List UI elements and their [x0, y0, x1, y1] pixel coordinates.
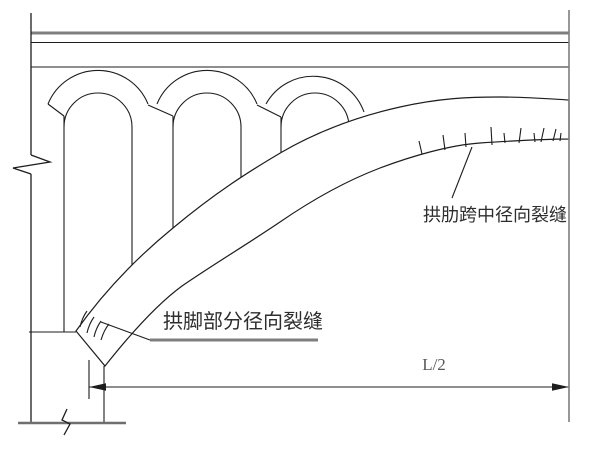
crack-tick — [464, 132, 467, 148]
crack-stroke — [93, 320, 102, 338]
springing-line — [47, 103, 65, 117]
crack-tick — [518, 127, 522, 144]
ground-line — [18, 408, 126, 436]
crack-stroke — [86, 316, 95, 334]
crack-tick — [490, 126, 493, 146]
dimension-arrow-left — [89, 383, 106, 391]
spandrel-arch-outer — [156, 69, 258, 105]
left-break-line — [12, 13, 53, 423]
foot-crack-strokes — [79, 310, 110, 341]
spandrel-arch-outer — [47, 69, 149, 105]
springing-line — [147, 104, 174, 117]
crack-tick — [533, 132, 536, 143]
crack-tick — [418, 140, 423, 155]
midspan-crack-ticks — [418, 126, 562, 155]
dimension-label: L/2 — [422, 355, 446, 374]
ground-break-zigzag — [61, 408, 71, 436]
crack-tick — [552, 128, 557, 142]
midspan-crack-label: 拱肋跨中径向裂缝 — [423, 205, 567, 225]
foot-crack-label: 拱脚部分径向裂缝 — [163, 310, 323, 333]
dimension-arrow-right — [552, 383, 569, 391]
spandrel-arch-inner — [280, 92, 350, 128]
spandrel-arch-inner — [63, 92, 133, 128]
crack-tick — [540, 127, 545, 143]
crack-tick — [559, 132, 562, 142]
break-zigzag — [12, 154, 53, 175]
crack-tick — [503, 132, 506, 144]
crack-tick — [442, 134, 446, 151]
spandrel-arch-inner — [172, 92, 242, 128]
spandrel-arch-outer — [265, 75, 365, 113]
foot-crack-leader — [100, 321, 151, 341]
crack-stroke — [79, 310, 88, 328]
springing-line — [256, 104, 282, 118]
spandrel-arches — [47, 69, 365, 332]
midspan-crack-leader — [451, 146, 473, 199]
dimension-line — [88, 360, 569, 423]
deck — [31, 31, 569, 68]
